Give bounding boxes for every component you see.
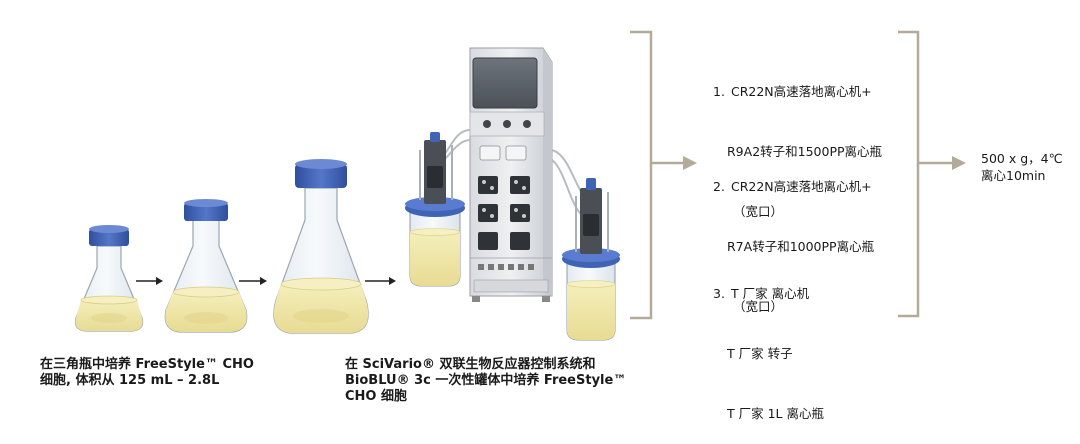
caption-flasks-line2: 细胞, 体积从 125 mL – 2.8L [40,373,220,388]
caption-flasks: 在三角瓶中培养 FreeStyle™ CHO 细胞, 体积从 125 mL – … [40,357,340,389]
option-3-line3: T 厂家 1L 离心瓶 [727,406,824,421]
option-1-number: 1. [713,84,725,99]
option-1-line3: （宽口） [733,204,784,219]
centrifuge-result: 500 x g，4℃ 离心10min [981,150,1063,184]
result-line2: 离心10min [981,168,1046,183]
option-2: 2. CR22N高速落地离心机+ R7A转子和1000PP离心瓶 （宽口） [713,137,874,337]
flask-arrow-3 [365,277,396,285]
option-2-line2: R7A转子和1000PP离心瓶 [727,239,875,254]
option-2-number: 2. [713,179,725,194]
flask-arrow-2 [239,277,267,285]
caption-flasks-line1: 在三角瓶中培养 FreeStyle™ CHO [40,357,254,372]
result-line1: 500 x g，4℃ [981,151,1063,166]
caption-bioreactor: 在 SciVario® 双联生物反应器控制系统和 BioBLU® 3c 一次性罐… [345,357,665,405]
options-bracket-left [630,30,653,320]
caption-bioreactor-line2: BioBLU® 3c 一次性罐体中培养 FreeStyle™ [345,373,627,388]
option-3-number: 3. [713,286,725,301]
bioreactor-vessel-left-icon [405,132,465,287]
option-3: 3. T 厂家 离心机 T 厂家 转子 T 厂家 1L 离心瓶 [713,244,824,444]
arrow-to-options [652,156,697,170]
option-2-line3: （宽口） [733,299,784,314]
option-1: 1. CR22N高速落地离心机+ R9A2转子和1500PP离心瓶 （宽口） [713,42,882,242]
bioreactor-controller-icon [429,47,589,302]
caption-bioreactor-line1: 在 SciVario® 双联生物反应器控制系统和 [345,357,596,372]
bioreactor-vessel-right-icon [562,178,620,341]
caption-bioreactor-line3: CHO 细胞 [345,389,407,404]
flask-arrow-1 [136,277,163,285]
option-1-line2: R9A2转子和1500PP离心瓶 [727,144,883,159]
option-3-line2: T 厂家 转子 [727,346,793,361]
option-2-line1: CR22N高速落地离心机+ [730,179,872,194]
flask-medium-icon [164,199,248,333]
option-1-line1: CR22N高速落地离心机+ [730,84,872,99]
flask-large-icon [273,159,369,334]
option-3-line1: T 厂家 离心机 [730,286,810,301]
options-bracket-right [898,30,920,318]
flask-small-icon [74,225,144,332]
arrow-to-result [919,156,966,170]
